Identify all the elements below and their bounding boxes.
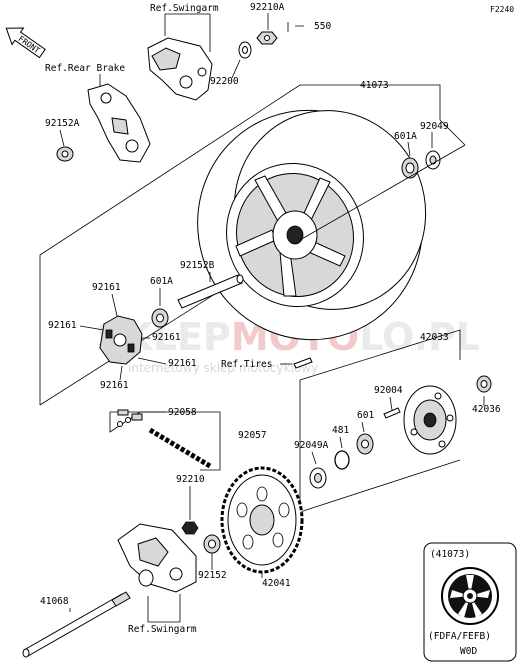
- label-92004: 92004: [374, 385, 403, 396]
- chain-joint-92058: [117, 409, 143, 427]
- label-92161-d: 92161: [168, 358, 197, 369]
- inset-variant: (FDFA/FEFB): [428, 631, 491, 642]
- circlip-481: [334, 450, 350, 470]
- chain-92057: [148, 427, 212, 469]
- swingarm-top-part: [147, 37, 213, 101]
- valve-stem: [293, 357, 313, 369]
- inset-part-number: (41073): [430, 549, 470, 560]
- nut-92210A: [256, 31, 278, 45]
- label-ref-rear-brake: Ref.Rear Brake: [45, 63, 125, 74]
- bearing-601A-mid: [151, 308, 169, 328]
- label-42033: 42033: [420, 332, 449, 343]
- label-550: 550: [314, 21, 331, 32]
- watermark-subtitle: internetowy sklep motocyklowy: [128, 361, 318, 375]
- wheel-variant-inset: (41073) (FDFA/FEFB) W0D: [423, 542, 517, 662]
- label-92152: 92152: [198, 570, 227, 581]
- label-92210A: 92210A: [250, 2, 285, 13]
- stud-92004: [383, 407, 401, 419]
- label-92210: 92210: [176, 474, 205, 485]
- label-92057: 92057: [238, 430, 267, 441]
- front-arrow-icon: FRONT: [5, 27, 46, 59]
- label-601: 601: [357, 410, 374, 421]
- seal-92049A: [309, 467, 327, 489]
- label-42041: 42041: [262, 578, 291, 589]
- label-92058: 92058: [168, 407, 197, 418]
- sprocket-42041: [220, 466, 304, 574]
- bearing-601A-top: [401, 157, 419, 179]
- label-92161-e: 92161: [100, 380, 129, 391]
- axle-41068: [22, 591, 131, 658]
- seal-92049: [425, 150, 441, 170]
- collar-92152: [203, 534, 221, 554]
- hub-damper-92161: [99, 315, 143, 365]
- label-92161-a: 92161: [92, 282, 121, 293]
- label-92152A: 92152A: [45, 118, 80, 129]
- coupling-42033: [403, 385, 457, 455]
- label-92152B: 92152B: [180, 260, 215, 271]
- front-label: FRONT: [17, 34, 42, 55]
- label-ref-swingarm-bottom: Ref.Swingarm: [128, 624, 197, 635]
- rear-brake-bracket: [87, 83, 151, 163]
- label-ref-tires: Ref.Tires: [221, 359, 272, 370]
- inset-wheel-icon: [441, 567, 499, 625]
- label-601A-mid: 601A: [150, 276, 173, 287]
- inset-color-code: W0D: [460, 646, 477, 657]
- label-601A-top: 601A: [394, 131, 417, 142]
- label-92161-c: 92161: [152, 332, 181, 343]
- label-41068: 41068: [40, 596, 69, 607]
- rear-wheel-41073: [197, 109, 427, 341]
- spacer-92152B: [177, 274, 244, 309]
- label-ref-swingarm-top: Ref.Swingarm: [150, 3, 219, 14]
- figure-code: F2240: [490, 5, 514, 14]
- bearing-601: [356, 433, 374, 455]
- label-92049: 92049: [420, 121, 449, 132]
- nut-92210: [181, 521, 199, 535]
- label-41073: 41073: [360, 80, 389, 91]
- collar-92152A: [56, 146, 74, 162]
- label-481: 481: [332, 425, 349, 436]
- label-92161-b: 92161: [48, 320, 77, 331]
- collar-42036: [476, 375, 492, 393]
- label-42036: 42036: [472, 404, 501, 415]
- label-92049A: 92049A: [294, 440, 329, 451]
- label-92200: 92200: [210, 76, 239, 87]
- swingarm-bottom-part: [117, 523, 197, 593]
